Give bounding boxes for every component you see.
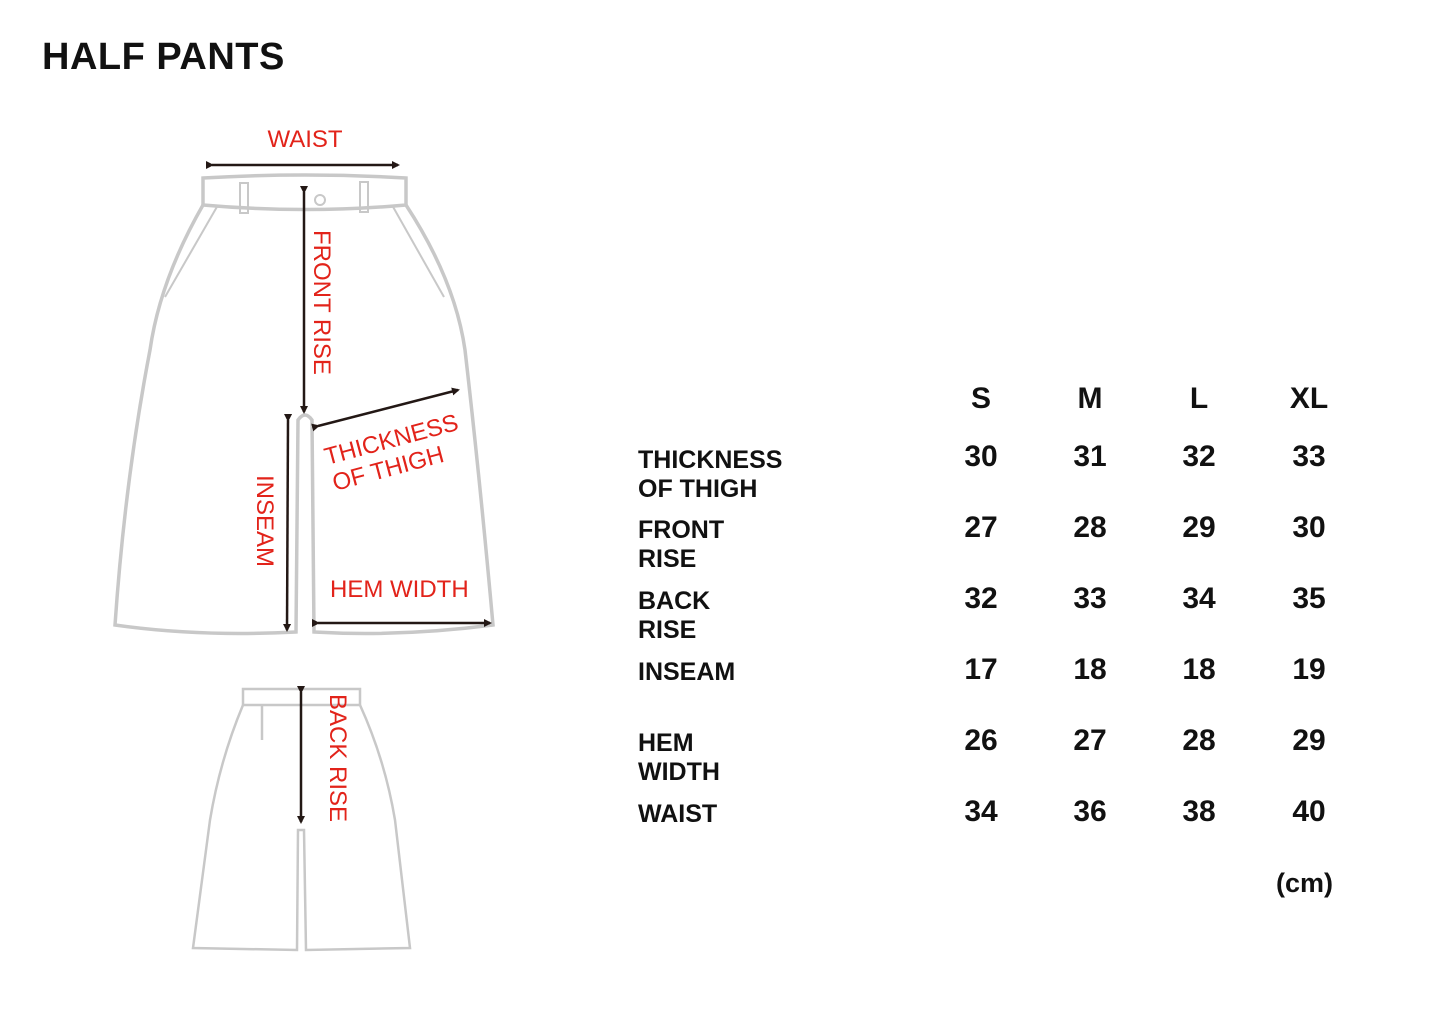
cell: 27 — [964, 511, 998, 544]
front-pants-outline — [113, 173, 495, 636]
cell: 26 — [964, 724, 998, 757]
row-label: THICKNESS OF THIGH — [638, 446, 783, 503]
thickness-arrow — [311, 387, 460, 432]
cell: 32 — [964, 582, 998, 615]
cell: 17 — [964, 653, 998, 686]
cell: 33 — [1073, 582, 1107, 615]
cell: 32 — [1182, 440, 1216, 473]
cell: 19 — [1292, 653, 1326, 686]
cell: 28 — [1182, 724, 1216, 757]
cell: 36 — [1073, 795, 1107, 828]
cell: 31 — [1073, 440, 1107, 473]
size-header-s: S — [970, 382, 991, 415]
row-label: INSEAM — [638, 658, 736, 686]
size-header-m: M — [1077, 382, 1103, 415]
pants-diagram: WAIST FRONT RISE THICKNESS OF THIGH INSE… — [113, 126, 495, 952]
inseam-label: INSEAM — [251, 475, 278, 567]
cell: 27 — [1073, 724, 1107, 757]
cell: 35 — [1292, 582, 1326, 615]
unit-label: (cm) — [1276, 868, 1334, 898]
size-header-l: L — [1189, 382, 1209, 415]
cell: 29 — [1182, 511, 1216, 544]
row-label: BACK RISE — [638, 587, 711, 644]
page-title: HALF PANTS — [42, 36, 285, 78]
hem-width-label: HEM WIDTH — [330, 576, 469, 603]
cell: 30 — [1292, 511, 1326, 544]
cell: 18 — [1073, 653, 1107, 686]
cell: 40 — [1292, 795, 1326, 828]
back-pants-outline — [191, 687, 412, 952]
size-header-xl: XL — [1289, 382, 1329, 415]
row-label: WAIST — [638, 800, 718, 828]
front-rise-label: FRONT RISE — [308, 230, 335, 375]
inseam-arrow — [283, 413, 293, 632]
back-rise-label: BACK RISE — [324, 694, 351, 822]
cell: 30 — [964, 440, 998, 473]
cell: 38 — [1182, 795, 1216, 828]
cell: 33 — [1292, 440, 1326, 473]
waist-label: WAIST — [267, 126, 342, 153]
cell: 34 — [964, 795, 998, 828]
cell: 34 — [1182, 582, 1216, 615]
cell: 29 — [1292, 724, 1326, 757]
row-label: FRONT RISE — [638, 516, 725, 573]
cell: 18 — [1182, 653, 1216, 686]
cell: 28 — [1073, 511, 1107, 544]
row-label: HEM WIDTH — [638, 729, 720, 786]
